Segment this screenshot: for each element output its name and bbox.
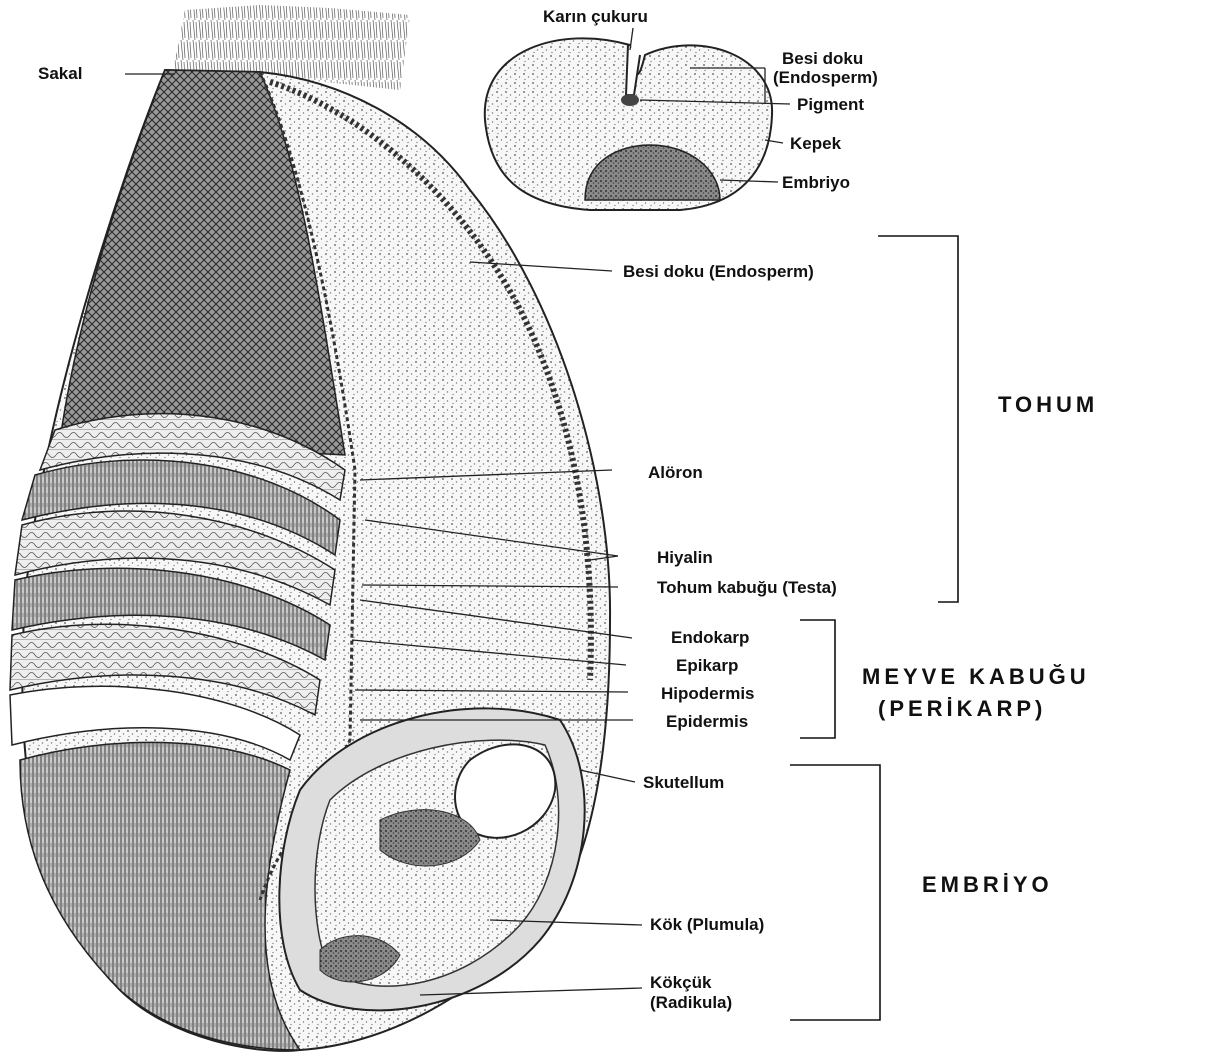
cross-section bbox=[485, 38, 772, 210]
label-pigment: Pigment bbox=[797, 95, 864, 114]
label-skutellum: Skutellum bbox=[643, 773, 724, 792]
label-hiyalin: Hiyalin bbox=[657, 548, 713, 567]
label-kepek: Kepek bbox=[790, 134, 842, 153]
label-kok: Kök (Plumula) bbox=[650, 915, 764, 934]
tohum-bracket bbox=[878, 236, 958, 602]
label-tohum-kabugu: Tohum kabuğu (Testa) bbox=[657, 578, 837, 597]
label-sakal: Sakal bbox=[38, 64, 82, 83]
label-karin-cukuru: Karın çukuru bbox=[543, 7, 648, 26]
meyve-bracket bbox=[800, 620, 835, 738]
embriyo-bracket bbox=[790, 765, 880, 1020]
label-epidermis: Epidermis bbox=[666, 712, 748, 731]
label-embriyo-cross: Embriyo bbox=[782, 173, 850, 192]
pigment-strand bbox=[621, 94, 639, 106]
lower-striped-region bbox=[20, 742, 300, 1050]
label-besi-doku: Besi doku (Endosperm) bbox=[623, 262, 814, 281]
group-label-tohum: TOHUM bbox=[998, 392, 1098, 417]
label-epikarp: Epikarp bbox=[676, 656, 738, 675]
group-label-perikarp: (PERİKARP) bbox=[878, 696, 1046, 721]
label-besi-doku-cross: Besi doku bbox=[782, 49, 863, 68]
group-brackets bbox=[790, 236, 958, 1020]
group-label-embriyo: EMBRİYO bbox=[922, 872, 1053, 897]
label-hipodermis: Hipodermis bbox=[661, 684, 755, 703]
label-aloron: Alöron bbox=[648, 463, 703, 482]
label-endokarp: Endokarp bbox=[671, 628, 749, 647]
label-radikula: (Radikula) bbox=[650, 993, 732, 1012]
group-label-meyve-kabugu: MEYVE KABUĞU bbox=[862, 664, 1090, 689]
label-kokcuk: Kökçük bbox=[650, 973, 712, 992]
label-endosperm-cross: (Endosperm) bbox=[773, 68, 878, 87]
